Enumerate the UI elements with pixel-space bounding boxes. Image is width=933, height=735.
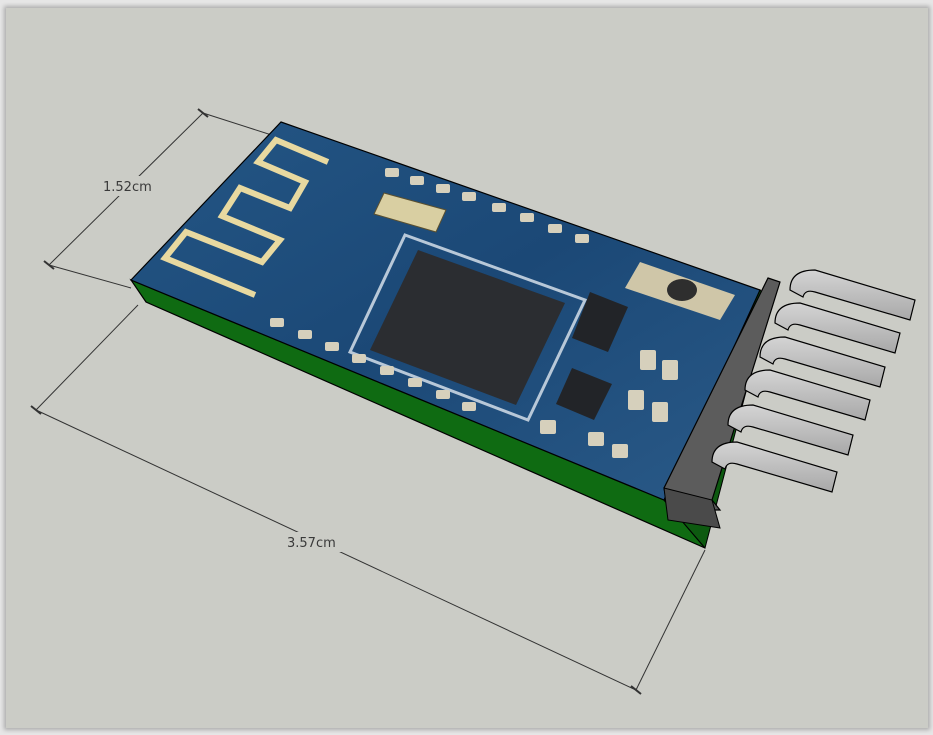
dimension-length-label: 3.57cm bbox=[287, 536, 336, 551]
main-chip bbox=[370, 250, 565, 405]
pin-2 bbox=[774, 302, 901, 354]
smd-components bbox=[270, 168, 678, 458]
regulator-chip bbox=[572, 292, 628, 352]
pin-5 bbox=[727, 404, 854, 456]
pin-6 bbox=[711, 441, 838, 493]
antenna-trace bbox=[160, 136, 330, 298]
pin-4 bbox=[744, 369, 871, 421]
chip-silkscreen bbox=[347, 233, 588, 422]
pin-header-front bbox=[663, 487, 721, 529]
crystal bbox=[373, 192, 447, 233]
tact-button-knob bbox=[667, 279, 697, 301]
dimension-width-label: 1.52cm bbox=[103, 180, 152, 195]
pin-3 bbox=[759, 336, 886, 388]
dimension-width: 1.52cm bbox=[43, 108, 282, 289]
transistor bbox=[556, 368, 612, 420]
header-pins bbox=[711, 269, 916, 493]
pin-1 bbox=[789, 269, 916, 321]
dimension-length: 3.57cm bbox=[30, 304, 706, 695]
